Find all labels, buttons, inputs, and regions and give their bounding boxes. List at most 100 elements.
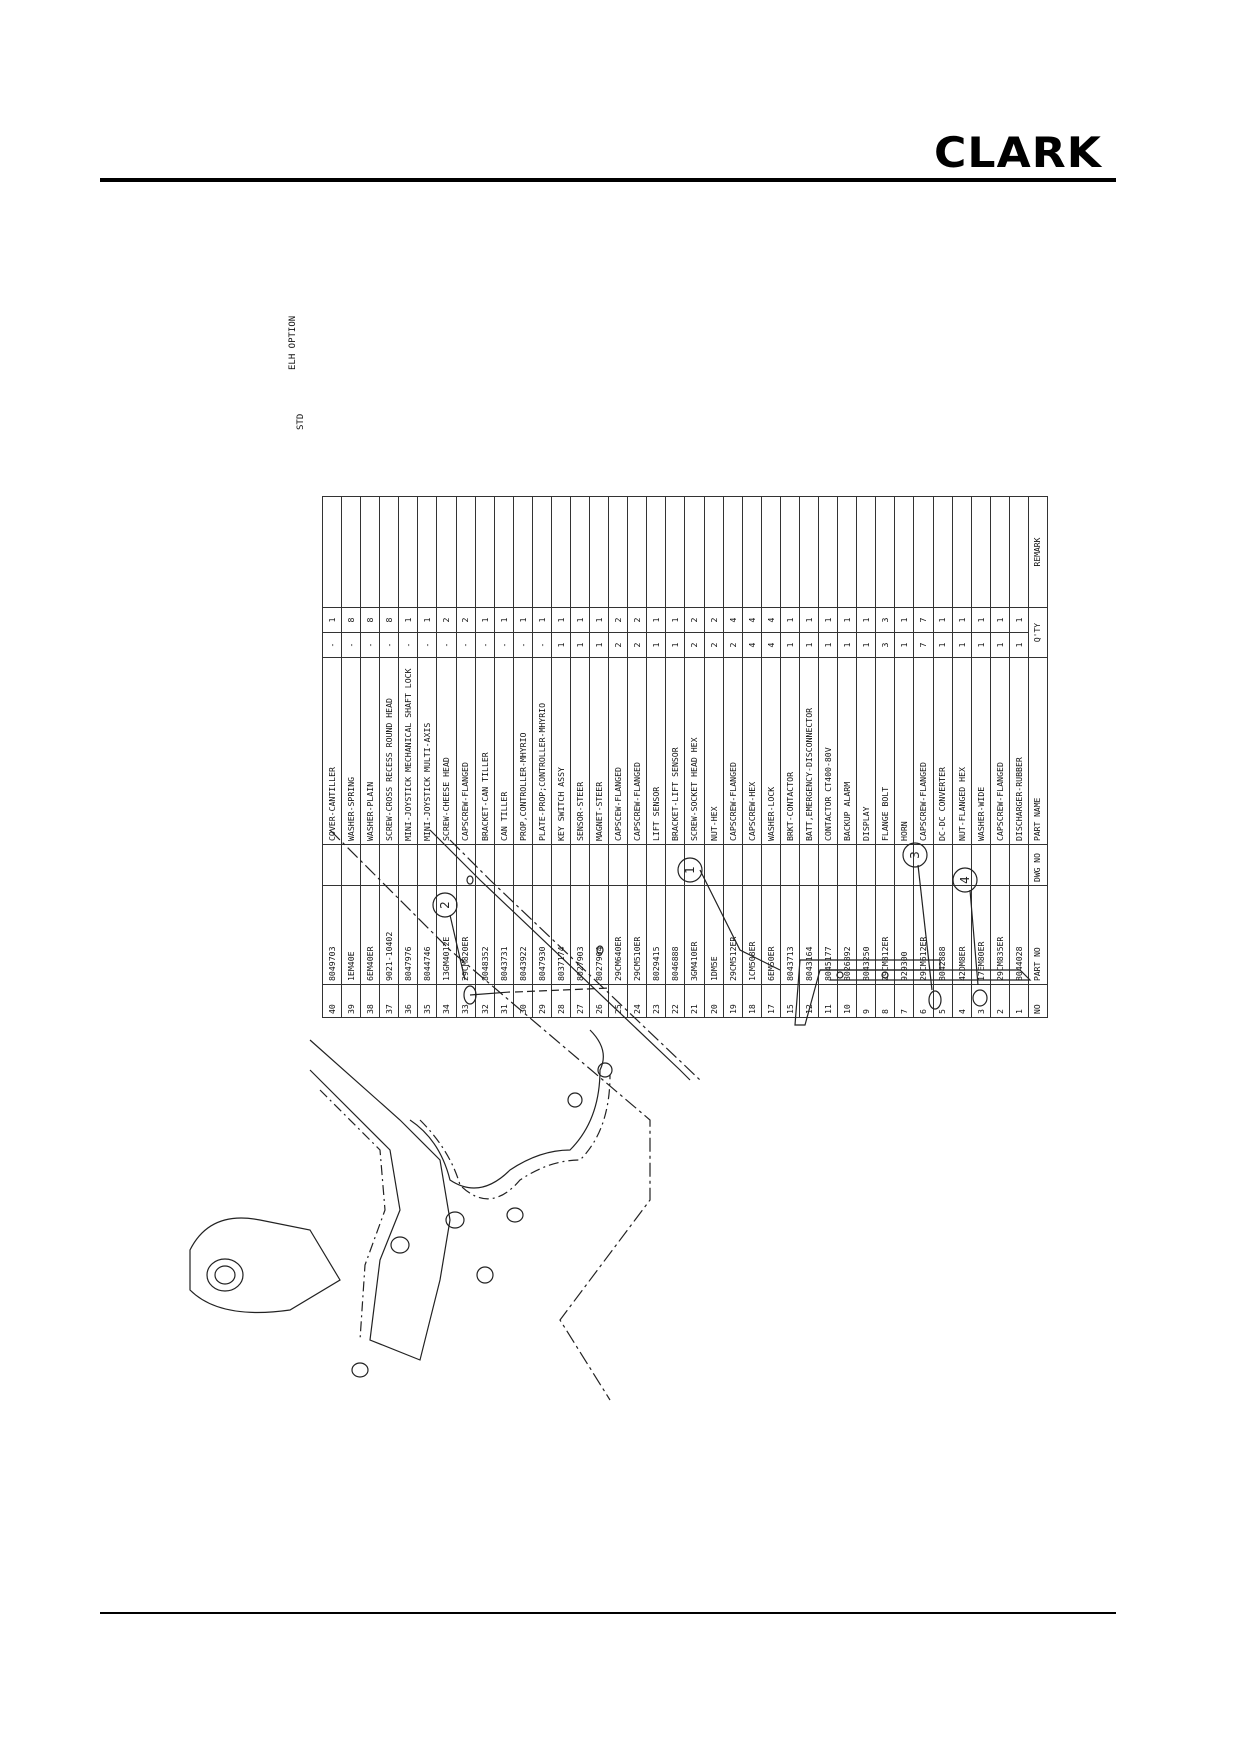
row-qty-elh: 1 — [837, 607, 857, 633]
row-part-name: NUT-HEX — [704, 657, 724, 845]
balloon-3 — [902, 842, 928, 868]
row-qty-elh: 1 — [952, 607, 972, 633]
row-qty-std: - — [322, 632, 342, 658]
row-remark — [952, 496, 972, 608]
row-qty-elh: 1 — [494, 607, 514, 633]
row-remark — [341, 496, 361, 608]
row-qty-elh: 1 — [551, 607, 571, 633]
row-qty-std: 1 — [971, 632, 991, 658]
row-part-name: SENSOR-STEER — [570, 657, 590, 845]
plate-outline — [309, 1039, 451, 1361]
frame-hole — [596, 945, 604, 955]
row-remark — [360, 496, 380, 608]
plate-inner-dashed — [319, 1089, 386, 1341]
row-remark — [665, 496, 685, 608]
row-qty-std: - — [513, 632, 533, 658]
row-qty-std: 1 — [589, 632, 609, 658]
row-qty-elh: 4 — [761, 607, 781, 633]
row-part-name: CAPSCREW-FLANGED — [913, 657, 933, 845]
frame-edge — [429, 829, 691, 1081]
row-remark — [723, 496, 743, 608]
row-qty-elh: 8 — [360, 607, 380, 633]
row-remark — [990, 496, 1010, 608]
row-qty-std: 1 — [818, 632, 838, 658]
row-qty-std: - — [456, 632, 476, 658]
row-remark — [875, 496, 895, 608]
row-part-name: HORN — [894, 657, 914, 845]
frame-outline-dashed — [329, 829, 651, 1401]
row-qty-elh: 1 — [532, 607, 552, 633]
row-qty-std: - — [398, 632, 418, 658]
row-remark — [1009, 496, 1029, 608]
row-qty-std: 2 — [608, 632, 628, 658]
row-qty-std: 2 — [627, 632, 647, 658]
elh-option-callout: ELH OPTION — [288, 315, 298, 370]
balloon-label-2: 2 — [438, 901, 452, 909]
row-part-name: MINI-JOYSTICK MULTI-AXIS — [417, 657, 437, 845]
row-remark — [856, 496, 876, 608]
row-qty-elh: 1 — [513, 607, 533, 633]
row-part-name: CAPSCREW-FLANGED — [990, 657, 1010, 845]
washer-part-3 — [928, 990, 942, 1010]
row-part-name: MINI-JOYSTICK MECHANICAL SHAFT LOCK — [398, 657, 418, 845]
header-rule — [100, 178, 1116, 182]
row-remark — [646, 496, 666, 608]
row-qty-elh: 3 — [875, 607, 895, 633]
row-qty-elh: 1 — [780, 607, 800, 633]
row-qty-elh: 1 — [990, 607, 1010, 633]
row-part-name: DISPLAY — [856, 657, 876, 845]
row-remark — [894, 496, 914, 608]
balloon-label-4: 4 — [958, 876, 972, 884]
row-part-name: WASHER-PLAIN — [360, 657, 380, 845]
cutout-edge-dashed — [419, 1074, 611, 1200]
row-remark — [398, 496, 418, 608]
row-remark — [704, 496, 724, 608]
row-part-name: PROP,CONTROLLER-MHYRIO — [513, 657, 533, 845]
plate-hole — [390, 1236, 410, 1254]
boss-hole-inner — [214, 1265, 236, 1285]
nut-part-4 — [972, 989, 988, 1007]
boss-outline — [189, 1217, 341, 1314]
row-qty-std: 1 — [1009, 632, 1029, 658]
row-qty-elh: 1 — [570, 607, 590, 633]
row-remark — [379, 496, 399, 608]
std-callout: STD — [296, 413, 306, 430]
balloon-2 — [432, 892, 458, 918]
row-part-name: SCREW-SOCKET HEAD HEX — [684, 657, 705, 845]
row-qty-std: - — [360, 632, 380, 658]
balloon-1 — [677, 857, 703, 883]
row-qty-std: 2 — [684, 632, 705, 658]
balloon-label-1: 1 — [683, 866, 697, 874]
plate-hole — [351, 1362, 369, 1378]
row-qty-elh: 8 — [341, 607, 361, 633]
row-part-name: FLANGE BOLT — [875, 657, 895, 845]
row-qty-elh: 4 — [723, 607, 743, 633]
row-part-name: KEY SWITCH ASSY — [551, 657, 571, 845]
row-remark — [322, 496, 342, 608]
row-qty-std: - — [417, 632, 437, 658]
row-part-name: LIFT SENSOR — [646, 657, 666, 845]
row-remark — [608, 496, 628, 608]
row-remark — [780, 496, 800, 608]
row-part-name: WASHER-SPRING — [341, 657, 361, 845]
row-remark — [417, 496, 437, 608]
row-part-name: BRACKET-LIFT SENSOR — [665, 657, 685, 845]
row-part-name: COVER-CANTILLER — [322, 657, 342, 845]
capscrew-head-part-2 — [463, 985, 477, 1005]
row-qty-elh: 2 — [684, 607, 705, 633]
row-qty-std: 1 — [952, 632, 972, 658]
bracket-slot — [881, 971, 889, 979]
row-part-name: DC-DC CONVERTER — [933, 657, 953, 845]
row-qty-std: 1 — [990, 632, 1010, 658]
row-remark — [475, 496, 495, 608]
row-part-name: PLATE-PROP;CONTROLLER-MHYRIO — [532, 657, 552, 845]
row-remark — [627, 496, 647, 608]
row-qty-std: 3 — [875, 632, 895, 658]
row-remark — [971, 496, 991, 608]
row-part-name: CAPSCREW-FLANGED — [723, 657, 743, 845]
row-remark — [684, 496, 705, 608]
frame-hole — [466, 875, 474, 885]
row-qty-elh: 2 — [608, 607, 628, 633]
row-part-name: SCREW-CROSS RECESS ROUND HEAD — [379, 657, 399, 845]
